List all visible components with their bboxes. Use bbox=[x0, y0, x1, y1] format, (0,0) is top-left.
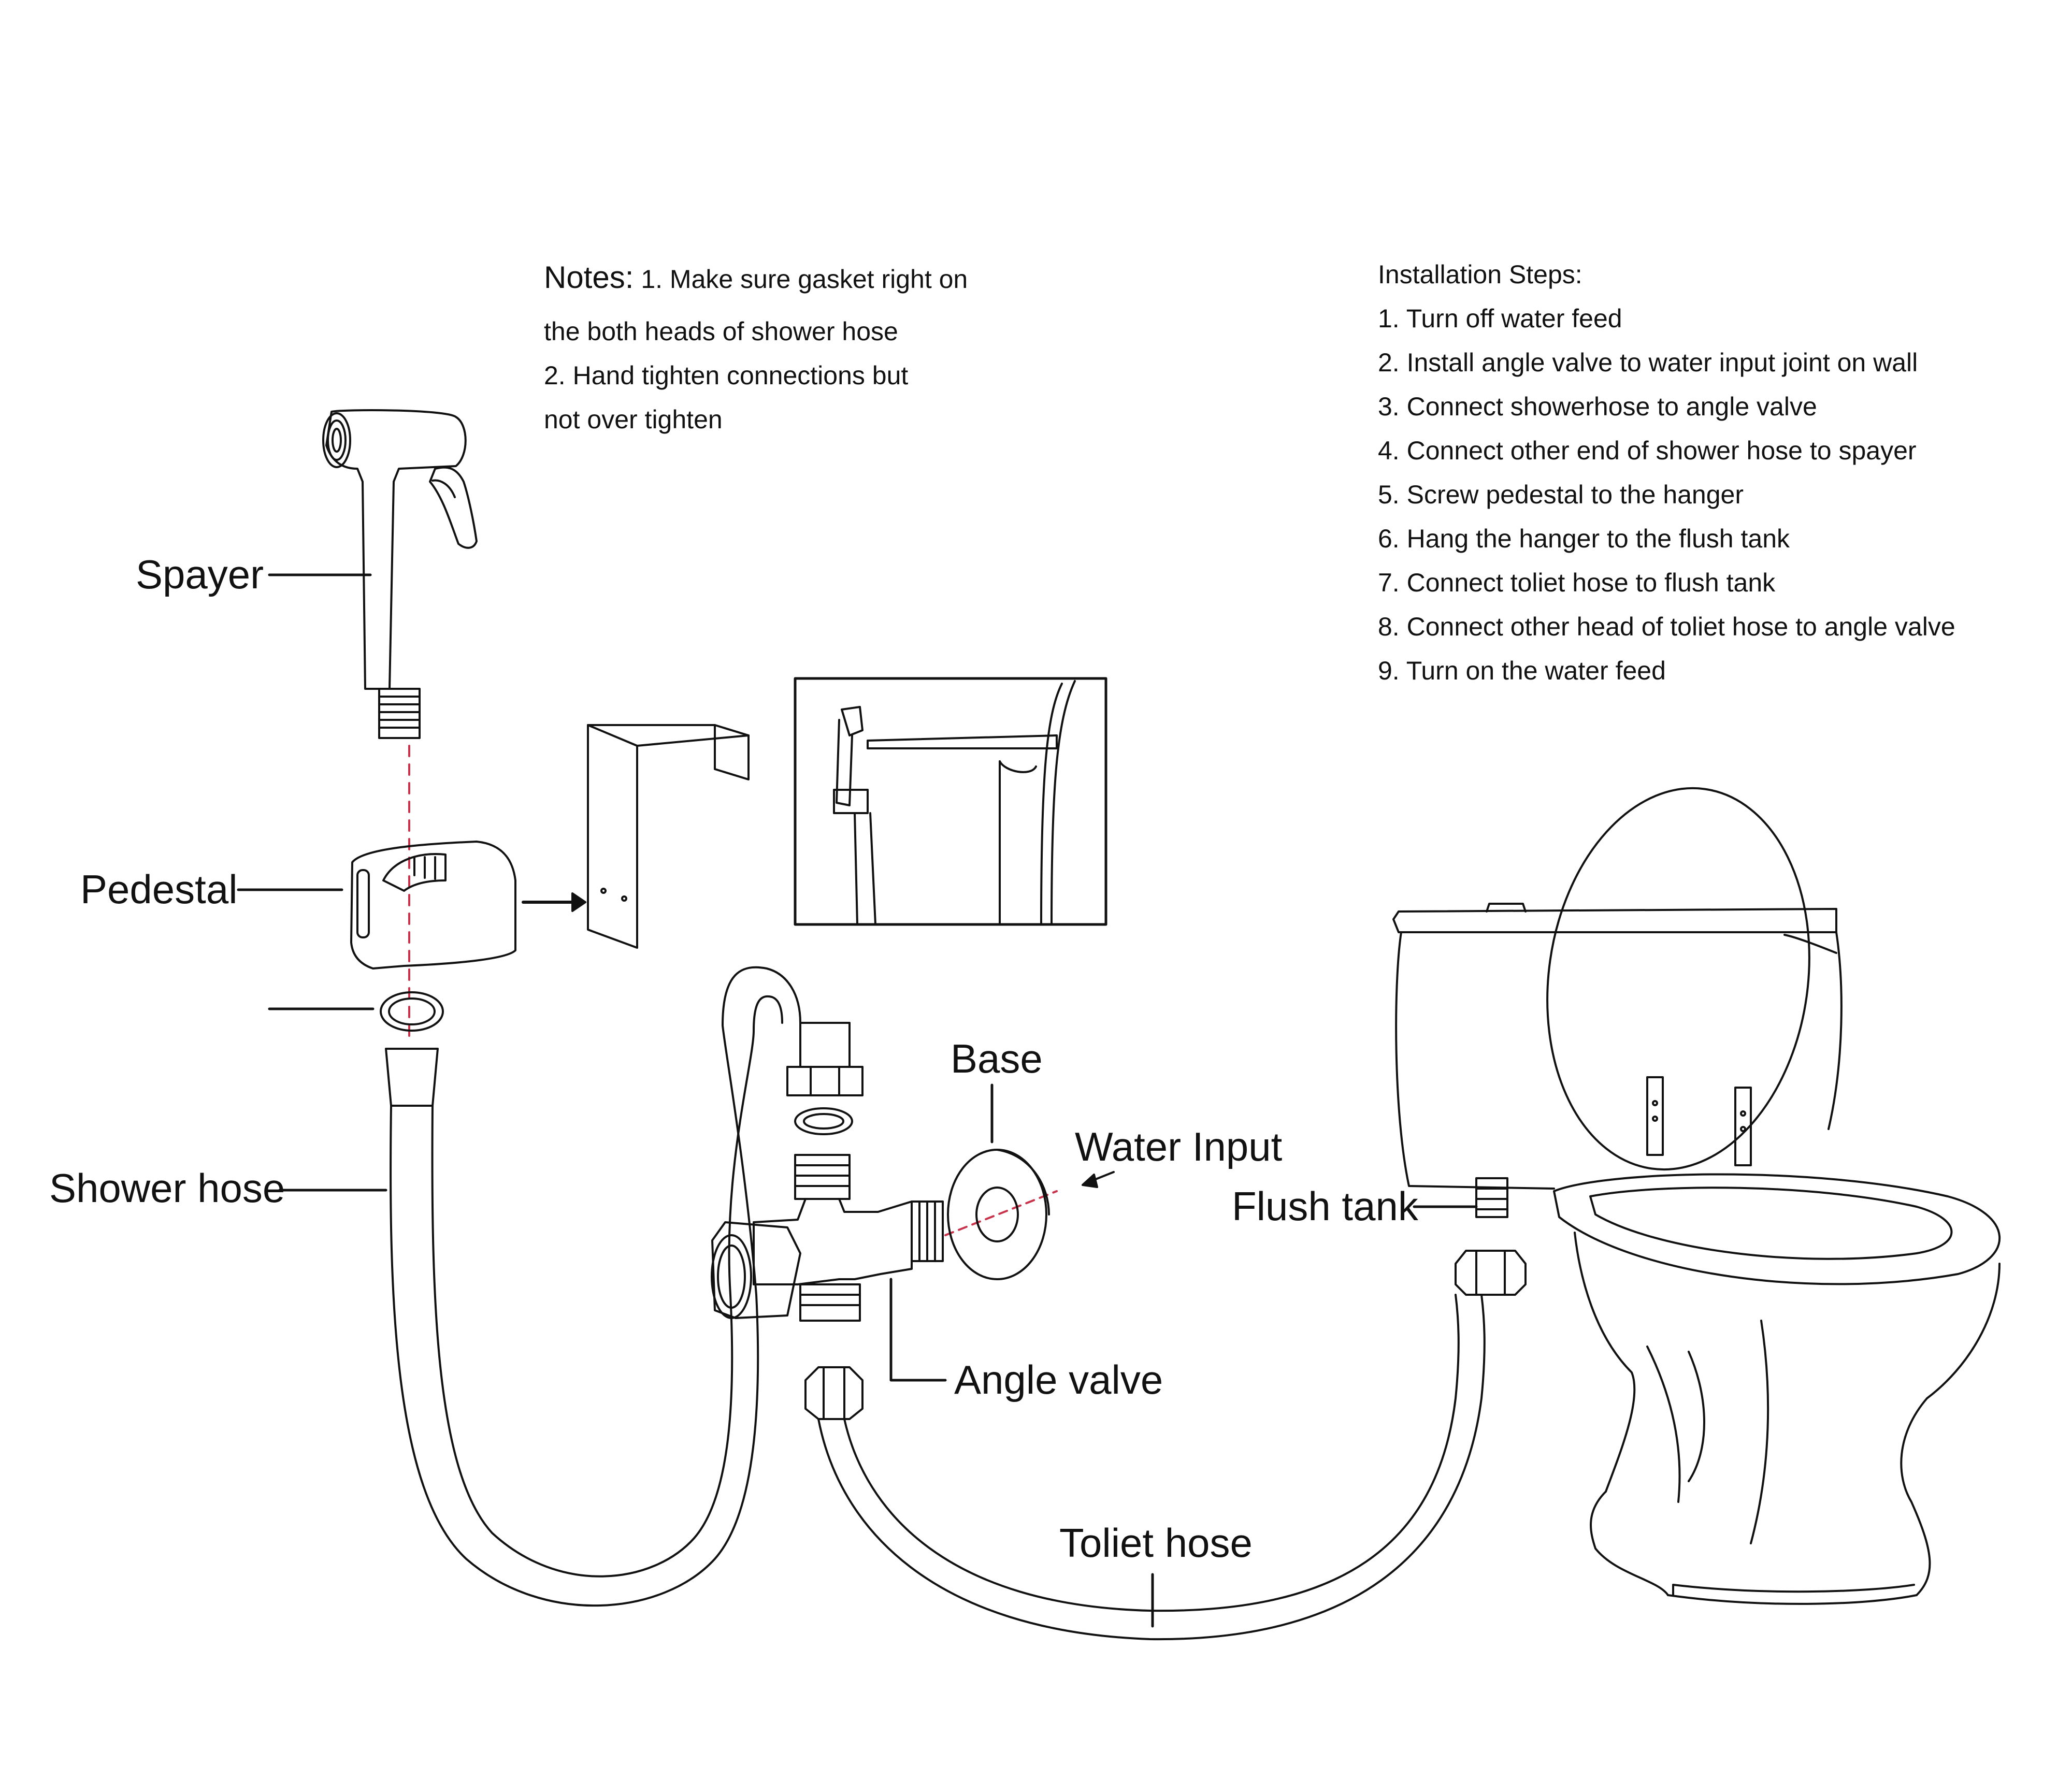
notes-line-1: Notes: 1. Make sure gasket right on bbox=[544, 262, 968, 293]
angle-valve-illustration bbox=[712, 1023, 1057, 1321]
step-3: 3. Connect showerhose to angle valve bbox=[1378, 392, 1817, 421]
pedestal-illustration bbox=[351, 842, 515, 968]
label-angle-valve: Angle valve bbox=[954, 1357, 1163, 1402]
base-illustration bbox=[948, 1150, 1049, 1279]
toilet-hose-illustration bbox=[805, 1251, 1526, 1639]
toilet-illustration bbox=[1393, 771, 1999, 1604]
step-6: 6. Hang the hanger to the flush tank bbox=[1378, 524, 1790, 553]
inset-detail-box bbox=[795, 678, 1106, 924]
step-2: 2. Install angle valve to water input jo… bbox=[1378, 348, 1918, 377]
notes-text-1: 1. Make sure gasket right on bbox=[641, 265, 968, 294]
angle-valve-leader bbox=[891, 1279, 945, 1380]
step-9: 9. Turn on the water feed bbox=[1378, 656, 1666, 685]
gasket-illustration bbox=[381, 992, 443, 1031]
step-1: 1. Turn off water feed bbox=[1378, 304, 1622, 333]
label-toliet-hose: Toliet hose bbox=[1059, 1520, 1253, 1566]
label-spayer: Spayer bbox=[136, 552, 264, 597]
step-4: 4. Connect other end of shower hose to s… bbox=[1378, 436, 1917, 465]
installation-title: Installation Steps: bbox=[1378, 260, 1582, 289]
label-flush-tank: Flush tank bbox=[1232, 1183, 1418, 1229]
notes-line-2: the both heads of shower hose bbox=[544, 317, 898, 346]
step-8: 8. Connect other head of toliet hose to … bbox=[1378, 612, 1955, 641]
label-water-input: Water Input bbox=[1075, 1124, 1283, 1169]
label-shower-hose: Shower hose bbox=[49, 1165, 285, 1211]
label-base: Base bbox=[951, 1036, 1043, 1081]
notes-line-4: not over tighten bbox=[544, 405, 723, 434]
step-7: 7. Connect toliet hose to flush tank bbox=[1378, 568, 1776, 597]
water-input-arrow bbox=[1083, 1172, 1114, 1187]
notes-line-3: 2. Hand tighten connections but bbox=[544, 361, 909, 390]
shower-hose-illustration bbox=[386, 967, 800, 1605]
step-5: 5. Screw pedestal to the hanger bbox=[1378, 480, 1744, 509]
label-pedestal: Pedestal bbox=[80, 866, 238, 912]
sprayer-illustration bbox=[323, 410, 477, 738]
arrow-to-hanger bbox=[523, 893, 585, 911]
hanger-illustration bbox=[588, 725, 749, 948]
leader-lines bbox=[238, 575, 1476, 1626]
notes-title: Notes: bbox=[544, 260, 634, 295]
